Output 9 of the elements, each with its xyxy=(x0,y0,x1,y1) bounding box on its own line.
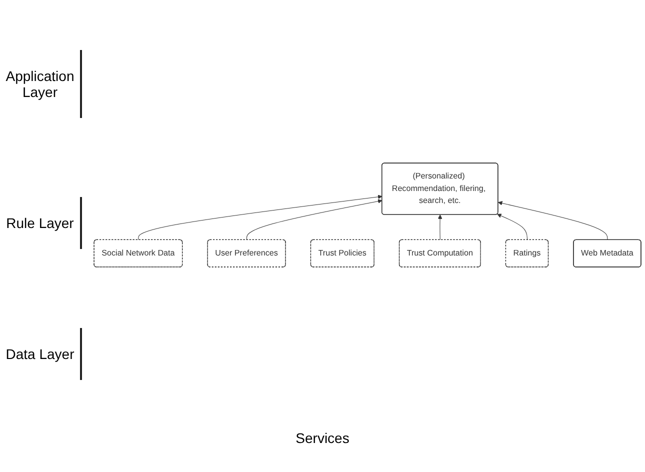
arrow xyxy=(438,214,442,240)
arrow xyxy=(497,214,528,240)
layer-label: Data Layer xyxy=(0,328,82,380)
arrow xyxy=(498,201,608,240)
layer-label: Application Layer xyxy=(0,50,82,118)
caption-label: Services xyxy=(294,430,350,446)
layer-label: Rule Layer xyxy=(0,196,82,249)
arrow xyxy=(138,194,382,240)
arrow xyxy=(246,199,382,240)
